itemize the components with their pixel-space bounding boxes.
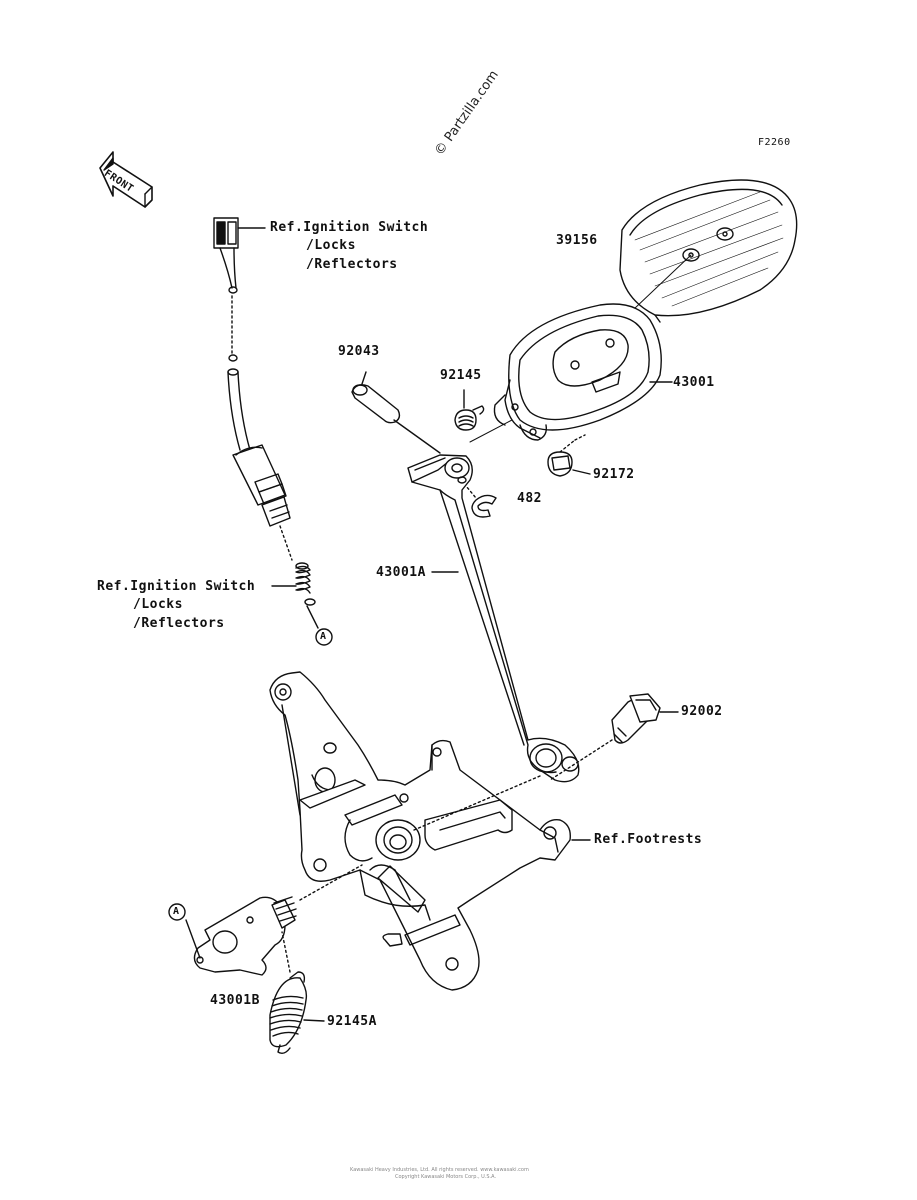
ref-ignition-top-line1: Ref.Ignition Switch [270,220,429,235]
pedal-plate [494,304,661,440]
pedal-arm [408,455,579,782]
part-482: 482 [517,491,542,506]
callout-a-label-2: A [173,906,180,917]
ref-footrests: Ref.Footrests [594,832,703,847]
callout-a-circle-2 [169,904,185,920]
part-92145: 92145 [440,368,482,383]
diagram-code: F2260 [758,137,791,148]
part-39156: 39156 [556,233,598,248]
ref-ignition-mid-line3: /Reflectors [133,616,225,631]
part-43001: 43001 [673,375,715,390]
switch-spring [296,563,318,628]
ref-ignition-mid-line2: /Locks [133,597,183,612]
part-92145a: 92145A [327,1014,377,1029]
spring-92145a [270,932,324,1053]
switch-connector [214,218,265,293]
callout-a-label: A [320,631,327,642]
pin-92043 [352,372,440,453]
part-92002: 92002 [681,704,723,719]
bolt-92172 [548,435,585,476]
footer-line2: Copyright Kawasaki Motors Corp., U.S.A. [395,1174,497,1180]
footrest-bracket [270,672,570,990]
lever-43001b [186,897,296,975]
footer-line1: Kawasaki Heavy Industries, Ltd. All righ… [350,1167,529,1173]
front-arrow-icon [100,152,152,207]
spring-92145 [455,390,484,430]
part-92043: 92043 [338,344,380,359]
part-43001a: 43001A [376,565,426,580]
ref-ignition-top-line2: /Locks [306,238,356,253]
bolt-92002 [550,694,660,780]
clip-482 [461,480,496,517]
callout-a-circle [316,629,332,645]
ref-ignition-top-line3: /Reflectors [306,257,398,272]
wire-cable [228,372,250,450]
part-43001b: 43001B [210,993,260,1008]
ref-ignition-mid-line1: Ref.Ignition Switch [97,579,256,594]
part-92172: 92172 [593,467,635,482]
pedal-rubber [620,180,797,322]
brake-light-switch [233,445,292,560]
